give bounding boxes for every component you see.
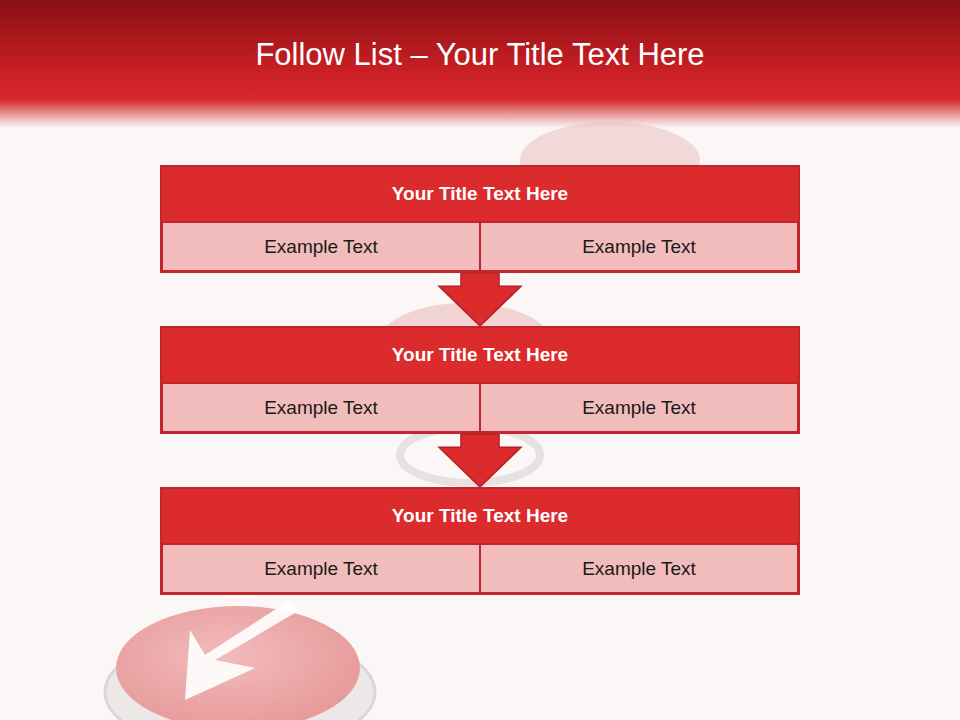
slide-title: Follow List – Your Title Text Here (255, 37, 704, 73)
header-band (0, 0, 960, 128)
step-text: Example Text (256, 232, 386, 262)
step-box: Your Title Text HereExample Text Example … (160, 487, 800, 595)
step-title: Your Title Text Here (162, 167, 798, 222)
step-cell: Example Text (480, 222, 798, 271)
title-slot: Follow List – Your Title Text Here (0, 0, 960, 120)
step-cell: Example Text (162, 383, 480, 432)
arrow-button (105, 600, 375, 720)
step-title: Your Title Text Here (162, 328, 798, 383)
step-cell: Example Text (480, 544, 798, 593)
step-box: Your Title Text HereExample Text Example … (160, 326, 800, 434)
step-text: Example Text (256, 393, 386, 423)
step-title: Your Title Text Here (162, 489, 798, 544)
step-text: Example Text (574, 554, 704, 584)
step-cell: Example Text (162, 222, 480, 271)
flow-arrow (439, 273, 521, 326)
step-cell: Example Text (480, 383, 798, 432)
step-text: Example Text (574, 232, 704, 262)
step-text: Example Text (574, 393, 704, 423)
flow-arrow (439, 434, 521, 487)
step-cell: Example Text (162, 544, 480, 593)
step-text: Example Text (256, 554, 386, 584)
step-box: Your Title Text HereExample Text Example … (160, 165, 800, 273)
